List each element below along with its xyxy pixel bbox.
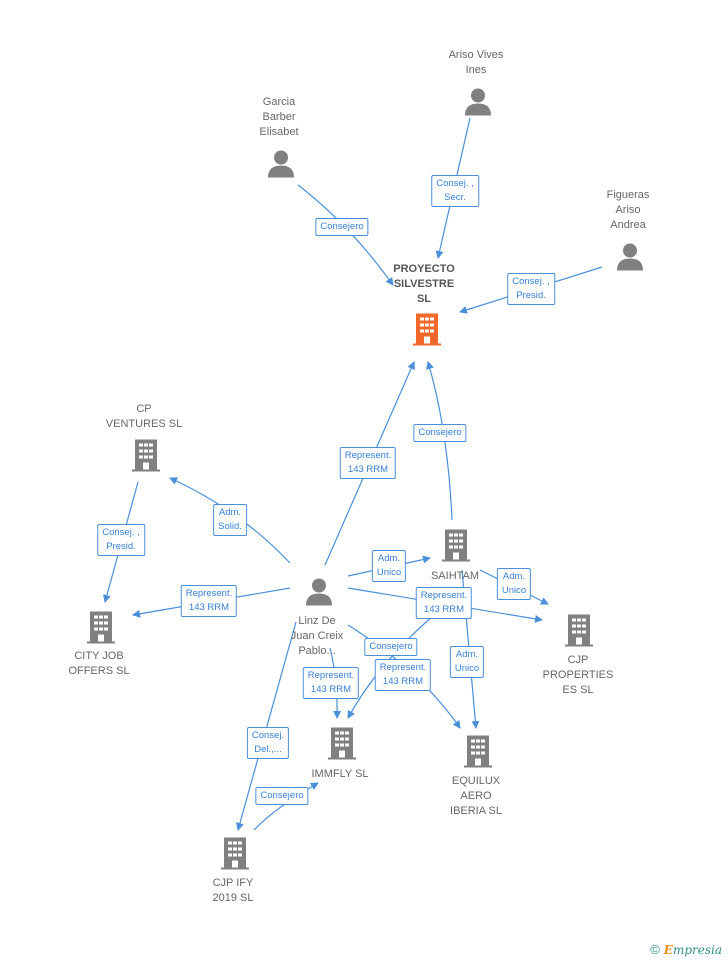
building-icon[interactable] [463,734,493,773]
empresia-watermark[interactable]: ©Empresia [650,942,722,957]
edge-label-linz-immfly-rep[interactable]: Represent. 143 RRM [302,667,360,699]
building-icon[interactable] [564,613,594,652]
person-icon[interactable] [304,577,334,612]
edge-label-ariso-proyecto[interactable]: Consej. , Secr. [431,175,479,207]
edge-label-garcia-proyecto[interactable]: Consejero [315,218,369,236]
node-label-immfly[interactable]: IMMFLY SL [311,768,369,780]
node-label-linz-de-juan-creix-pablo[interactable]: Linz De Juan Creix Pablo... [290,615,344,657]
building-icon[interactable] [441,528,471,567]
person-icon[interactable] [463,87,493,122]
node-label-proyecto-silvestre[interactable]: PROYECTO SILVESTRE SL [393,263,455,305]
edge-label-linz-cjpprop[interactable]: Represent. 143 RRM [415,587,473,619]
building-icon[interactable] [412,312,442,351]
edge-label-cjpify-immfly[interactable]: Consejero [255,787,309,805]
edge-cjpify-immfly [253,782,319,831]
edge-label-linz-cpventures[interactable]: Adm. Solid. [213,504,247,536]
edge-label-linz-proyecto[interactable]: Represent. 143 RRM [339,447,397,479]
edge-label-linz-equilux[interactable]: Represent. 143 RRM [374,659,432,691]
building-icon[interactable] [220,836,250,875]
edge-label-saihtam-proyecto[interactable]: Consejero [413,424,467,442]
edge-label-saihtam-cjpprop[interactable]: Adm. Unico [496,568,532,600]
node-label-garcia-barber-elisabet[interactable]: Garcia Barber Elisabet [259,96,299,138]
node-label-cp-ventures[interactable]: CP VENTURES SL [105,403,183,430]
person-icon[interactable] [615,242,645,277]
brand-logo: Empresia [663,943,722,957]
node-label-ariso-vives-ines[interactable]: Ariso Vives Ines [448,49,504,76]
node-label-saihtam[interactable]: SAIHTAM [430,570,480,582]
edge-label-linz-cityjob[interactable]: Represent. 143 RRM [180,585,238,617]
edge-label-cpventures-cityjob[interactable]: Consej. , Presid. [97,524,145,556]
node-label-cjp-properties[interactable]: CJP PROPERTIES ES SL [542,654,614,696]
edge-label-linz-immfly-consejero[interactable]: Consejero [364,638,418,656]
building-icon[interactable] [131,438,161,477]
edge-linz-cjpify [236,621,297,831]
copyright-icon: © [650,942,660,957]
edge-label-saihtam-equilux[interactable]: Adm. Unico [449,646,485,678]
person-icon[interactable] [266,149,296,184]
node-label-city-job-offers[interactable]: CITY JOB OFFERS SL [68,650,130,677]
node-label-cjp-ify-2019[interactable]: CJP IFY 2019 SL [212,877,254,904]
edge-label-linz-saihtam[interactable]: Adm. Unico [371,550,407,582]
edge-label-figueras-proyecto[interactable]: Consej. , Presid. [507,273,555,305]
building-icon[interactable] [86,610,116,649]
node-label-figueras-ariso-andrea[interactable]: Figueras Ariso Andrea [606,189,650,231]
edge-label-linz-cjpify[interactable]: Consej. Del.,... [246,727,290,759]
node-label-equilux-aero-iberia[interactable]: EQUILUX AERO IBERIA SL [450,775,502,817]
building-icon[interactable] [327,726,357,765]
